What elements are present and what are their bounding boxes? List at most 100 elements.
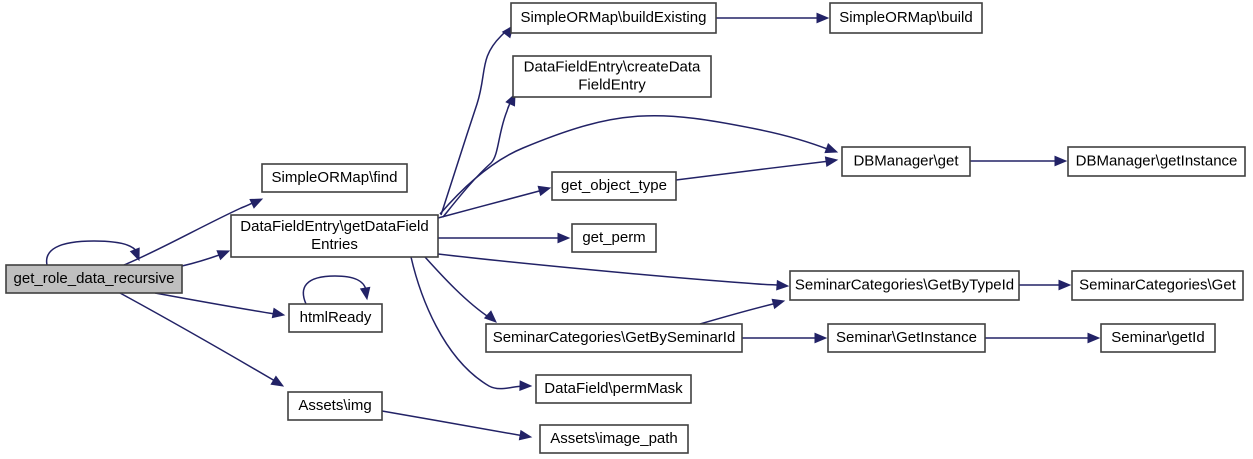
edge-arrowhead	[816, 12, 830, 24]
node-box[interactable]	[230, 214, 439, 258]
edge-getbyseminarid-to-seminar_getinstance	[742, 332, 828, 344]
edge-getbyseminarid-to-getbytypeid	[699, 298, 786, 325]
edge-arrowhead	[776, 279, 790, 291]
edge-arrowhead	[359, 286, 371, 301]
edge-path	[442, 99, 513, 218]
node-seminar_getinstance[interactable]: Seminar\GetInstance	[827, 323, 986, 353]
edge-path	[410, 256, 526, 390]
node-label: SeminarCategories\GetBySeminarId	[493, 329, 736, 346]
node-get_perm[interactable]: get_perm	[571, 223, 657, 253]
edge-path	[699, 302, 778, 325]
node-htmlready[interactable]: htmlReady	[288, 303, 383, 333]
edge-arrowhead	[1087, 332, 1101, 344]
edge-path	[424, 256, 491, 319]
node-box[interactable]	[571, 223, 657, 253]
node-label: DBManager\get	[853, 152, 959, 169]
edge-get_role_data_recursive-to-htmlready	[154, 292, 286, 319]
node-permmask[interactable]: DataField\permMask	[535, 374, 692, 404]
edge-get_role_data_recursive-to-assets_img	[119, 292, 285, 387]
edge-arrowhead	[270, 375, 285, 387]
node-label: Seminar\GetInstance	[836, 329, 977, 346]
node-box[interactable]	[288, 303, 383, 333]
node-label: FieldEntry	[578, 76, 646, 93]
node-assets_img[interactable]: Assets\img	[287, 391, 383, 421]
edge-path	[439, 114, 831, 215]
edge-seminar_getinstance-to-seminar_getid	[985, 332, 1101, 344]
node-getbytypeid[interactable]: SeminarCategories\GetByTypeId	[789, 270, 1020, 301]
edge-path	[437, 189, 544, 219]
node-label: Entries	[311, 236, 358, 253]
edge-getdatafieldentries-to-buildexisting	[440, 24, 514, 216]
node-simpleormap_build[interactable]: SimpleORMap\build	[829, 2, 983, 34]
node-box[interactable]	[512, 55, 712, 98]
edge-assets_img-to-image_path	[381, 410, 533, 441]
edge-getdatafieldentries-to-permmask	[410, 256, 533, 391]
node-box[interactable]	[1071, 270, 1244, 301]
node-box[interactable]	[5, 264, 183, 294]
nodes-layer: get_role_data_recursiveSimpleORMap\findD…	[5, 2, 1246, 454]
node-label: get_object_type	[561, 177, 667, 194]
node-box[interactable]	[841, 146, 971, 177]
node-dbmanager_getinstance[interactable]: DBManager\getInstance	[1067, 146, 1246, 177]
node-label: Assets\image_path	[550, 430, 678, 447]
node-get_object_type[interactable]: get_object_type	[551, 171, 677, 201]
edge-arrowhead	[557, 232, 571, 244]
node-seminar_getid[interactable]: Seminar\getId	[1100, 323, 1216, 353]
edge-path	[181, 253, 223, 267]
edge-path	[381, 410, 525, 437]
edge-arrowhead	[824, 143, 839, 154]
node-box[interactable]	[827, 323, 986, 353]
node-box[interactable]	[261, 163, 408, 193]
edge-arrowhead	[537, 185, 552, 197]
node-box[interactable]	[1100, 323, 1216, 353]
node-box[interactable]	[510, 2, 717, 34]
node-dbmanager_get[interactable]: DBManager\get	[841, 146, 971, 177]
edge-path	[302, 275, 367, 305]
edge-arrowhead	[483, 310, 497, 323]
edge-arrowhead	[824, 156, 839, 167]
node-simpleormap_find[interactable]: SimpleORMap\find	[261, 163, 408, 193]
edge-arrowhead	[1058, 279, 1072, 291]
node-box[interactable]	[829, 2, 983, 34]
node-image_path[interactable]: Assets\image_path	[539, 424, 689, 454]
node-get_role_data_recursive[interactable]: get_role_data_recursive	[5, 264, 183, 294]
edge-path	[675, 160, 831, 181]
edge-getdatafieldentries-to-getbytypeid	[437, 253, 790, 291]
node-getbyseminarid[interactable]: SeminarCategories\GetBySeminarId	[485, 323, 743, 353]
node-label: htmlReady	[300, 309, 372, 326]
edge-get_role_data_recursive-to-simpleormap_find	[123, 198, 264, 266]
node-box[interactable]	[1067, 146, 1246, 177]
node-box[interactable]	[287, 391, 383, 421]
node-label: SeminarCategories\Get	[1079, 276, 1237, 293]
edge-getdatafieldentries-to-get_perm	[438, 232, 571, 244]
edge-arrowhead	[814, 332, 828, 344]
edge-get_role_data_recursive-to-get_role_data_recursive	[45, 240, 140, 266]
edge-arrowhead	[249, 198, 264, 209]
node-box[interactable]	[535, 374, 692, 404]
node-box[interactable]	[551, 171, 677, 201]
edge-htmlready-to-htmlready	[302, 275, 371, 305]
edges-layer	[45, 12, 1101, 441]
edge-path	[119, 292, 276, 382]
node-box[interactable]	[539, 424, 689, 454]
edge-path	[123, 200, 257, 266]
edge-get_role_data_recursive-to-getdatafieldentries	[181, 250, 231, 267]
edge-arrowhead	[519, 380, 533, 391]
node-label: Assets\img	[298, 397, 371, 414]
node-label: DataField\permMask	[544, 380, 683, 397]
node-seminarcategories_get[interactable]: SeminarCategories\Get	[1071, 270, 1244, 301]
node-box[interactable]	[485, 323, 743, 353]
edge-arrowhead	[271, 307, 286, 319]
node-label: SimpleORMap\buildExisting	[521, 9, 707, 26]
edge-dbmanager_get-to-dbmanager_getinstance	[970, 155, 1068, 167]
edge-buildexisting-to-simpleormap_build	[716, 12, 830, 24]
edge-arrowhead	[518, 429, 533, 441]
edge-arrowhead	[771, 298, 786, 310]
node-buildexisting[interactable]: SimpleORMap\buildExisting	[510, 2, 717, 34]
node-box[interactable]	[789, 270, 1020, 301]
edge-getdatafieldentries-to-dbmanager_get	[439, 114, 839, 215]
edge-path	[440, 29, 508, 216]
